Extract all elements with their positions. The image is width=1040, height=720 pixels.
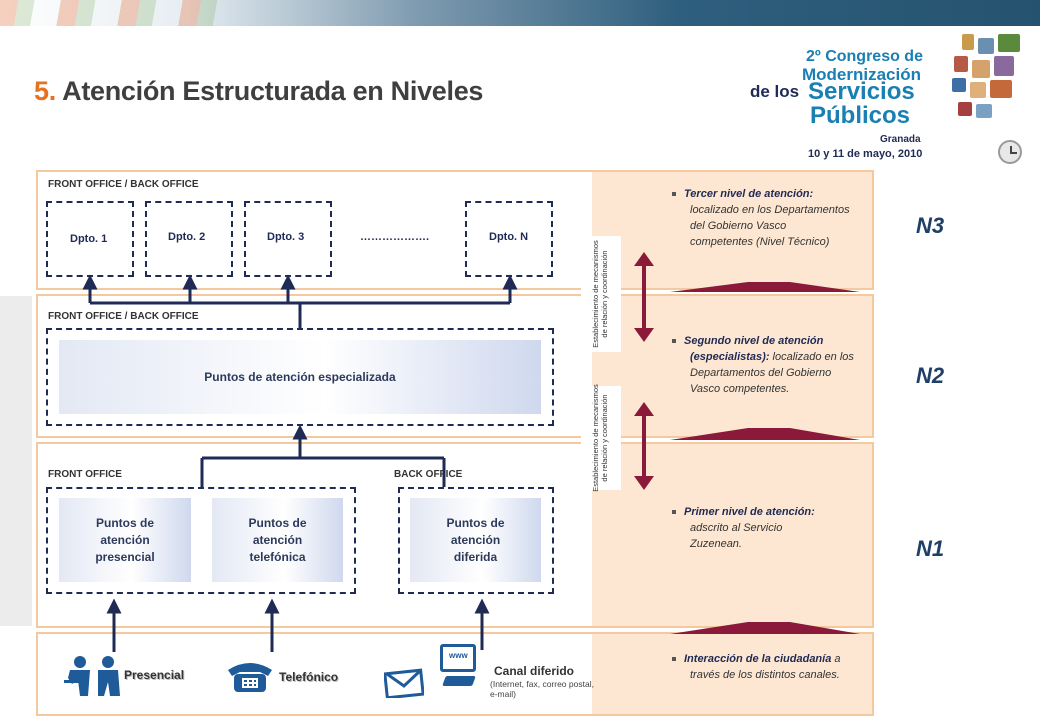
coordination-text-bg-upper <box>581 236 621 352</box>
channels-right-fill <box>592 634 872 714</box>
dept-label-3: Dpto. 3 <box>267 231 305 243</box>
page-title: 5. Atención Estructurada en Niveles <box>34 76 483 107</box>
level3-right-fill <box>592 172 872 288</box>
level2-label: FRONT OFFICE / BACK OFFICE <box>48 311 199 322</box>
tag-n3: N3 <box>916 213 945 238</box>
coordination-text-lower: Establecimiento de mecanismos de relació… <box>591 384 609 492</box>
logo-line3b: Servicios <box>808 78 915 105</box>
dept-box-1 <box>46 201 134 277</box>
envelope-icon <box>384 668 424 698</box>
channels-description: Interacción de la ciudadanía a través de… <box>672 651 856 683</box>
level1-front-label: FRONT OFFICE <box>48 469 122 480</box>
canal-diferido-detail: (Internet, fax, correo postal, e-mail) <box>490 679 594 699</box>
dept-label-2: Dpto. 2 <box>168 231 206 243</box>
title-text: Atención Estructurada en Niveles <box>55 76 484 106</box>
congress-logo: 2º Congreso de Modernización de los Serv… <box>748 44 948 168</box>
dept-ellipsis: ………………. <box>360 231 430 243</box>
top-banner <box>0 0 1040 26</box>
telephone-points-box: Puntos de atención telefónica <box>212 498 343 582</box>
logo-dates: 10 y 11 de mayo, 2010 <box>808 148 923 160</box>
tag-n1: N1 <box>916 536 945 561</box>
dept-label-n: Dpto. N <box>489 231 529 243</box>
level1-right-fill <box>592 444 872 626</box>
photo-collage <box>952 32 1028 132</box>
level2-description: Segundo nivel de atención (especialistas… <box>672 333 858 397</box>
presencial-people-icon <box>64 656 120 696</box>
presencial-points-box: Puntos de atención presencial <box>59 498 191 582</box>
dept-label-1: Dpto. 1 <box>70 233 108 245</box>
specialized-points-box: Puntos de atención especializada <box>59 340 541 414</box>
presencial-label: Presencial <box>124 668 185 682</box>
logo-line2: Modernización <box>802 65 922 84</box>
level1-back-label: BACK OFFICE <box>394 469 463 480</box>
level-separator-n3 <box>670 282 860 292</box>
telephone-icon <box>228 663 272 692</box>
top-banner-pattern <box>0 0 220 26</box>
dept-box-3 <box>244 201 332 277</box>
logo-line3a: de los <box>750 82 800 101</box>
title-number: 5. <box>34 76 56 106</box>
telefonico-label: Telefónico <box>279 670 339 684</box>
logo-line1: 2º Congreso de <box>806 48 923 65</box>
canal-diferido-title: Canal diferido <box>494 664 575 678</box>
logo-line4: Públicos <box>810 102 911 129</box>
deferred-points-box: Puntos de atención diferida <box>410 498 541 582</box>
coordination-text-bg-lower <box>581 386 621 490</box>
www-text: www <box>449 651 468 660</box>
clock-icon <box>998 140 1022 164</box>
keyboard-icon <box>442 676 476 686</box>
level-separator-n2 <box>670 428 860 440</box>
level1-description: Primer nivel de atención: adscrito al Se… <box>672 504 852 552</box>
logo-city: Granada <box>880 134 921 145</box>
tag-n2: N2 <box>916 363 945 388</box>
coordination-text-upper: Establecimiento de mecanismos de relació… <box>591 240 609 348</box>
web-monitor-icon: www <box>440 644 476 672</box>
level3-description: Tercer nivel de atención: localizado en … <box>672 186 852 250</box>
level3-label: FRONT OFFICE / BACK OFFICE <box>48 179 199 190</box>
left-side-strip <box>0 296 32 626</box>
level-separator-n1 <box>670 622 860 634</box>
dept-box-2 <box>145 201 233 277</box>
